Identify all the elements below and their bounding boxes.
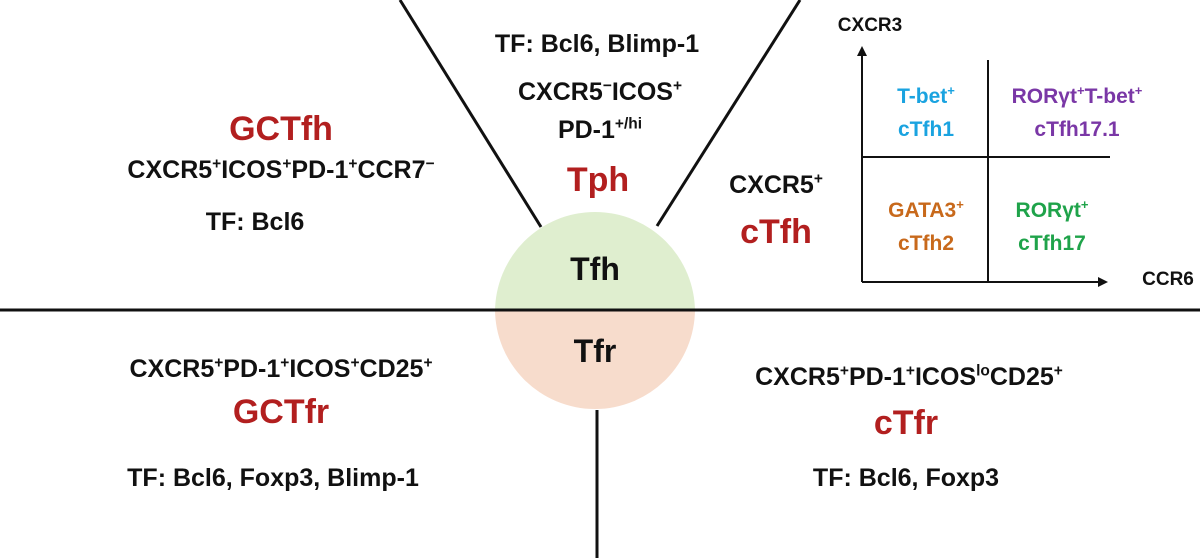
- tph-markers-line1: CXCR5−ICOS+: [518, 77, 682, 106]
- quadrant-tr-subset: cTfh17.1: [1034, 118, 1120, 141]
- ctfh-marker: CXCR5+: [729, 170, 823, 199]
- right-diagonal: [655, 0, 802, 227]
- gctfr-tf: TF: Bcl6, Foxp3, Blimp-1: [127, 464, 419, 492]
- quadrant-br-subset: cTfh17: [1018, 232, 1086, 255]
- ctfr-title: cTfr: [873, 404, 939, 442]
- quadrant-tr-marker: RORγt+T-bet+: [1011, 82, 1143, 108]
- tph-title: Tph: [566, 161, 630, 199]
- tph-markers-line2: PD-1+/hi: [557, 115, 643, 144]
- quadrant-bl-subset: cTfh2: [897, 232, 955, 255]
- tfh-label: Tfh: [570, 251, 620, 287]
- gctfh-tf: TF: Bcl6: [205, 208, 305, 236]
- tph-tf: TF: Bcl6, Blimp-1: [494, 30, 700, 58]
- quadrant-y-axis-label: CXCR3: [837, 15, 903, 36]
- left-diagonal: [398, 0, 543, 228]
- quadrant-br-marker: RORγt+: [1015, 196, 1089, 222]
- quadrant-x-axis-label: CCR6: [1142, 269, 1194, 290]
- gctfr-title: GCTfr: [232, 393, 330, 431]
- ctfr-markers: CXCR5+PD-1+ICOSloCD25+: [755, 362, 1063, 391]
- tfr-label: Tfr: [573, 333, 617, 369]
- gctfh-title: GCTfh: [229, 110, 333, 148]
- quadrant-bl-marker: GATA3+: [888, 196, 964, 222]
- quadrant-tl-subset: cTfh1: [897, 118, 955, 141]
- gctfr-markers: CXCR5+PD-1+ICOS+CD25+: [129, 354, 433, 383]
- quadrant-tl-marker: T-bet+: [897, 82, 955, 108]
- ctfr-tf: TF: Bcl6, Foxp3: [812, 464, 1000, 492]
- gctfh-markers: CXCR5+ICOS+PD-1+CCR7−: [127, 155, 435, 184]
- ctfh-title: cTfh: [740, 213, 812, 251]
